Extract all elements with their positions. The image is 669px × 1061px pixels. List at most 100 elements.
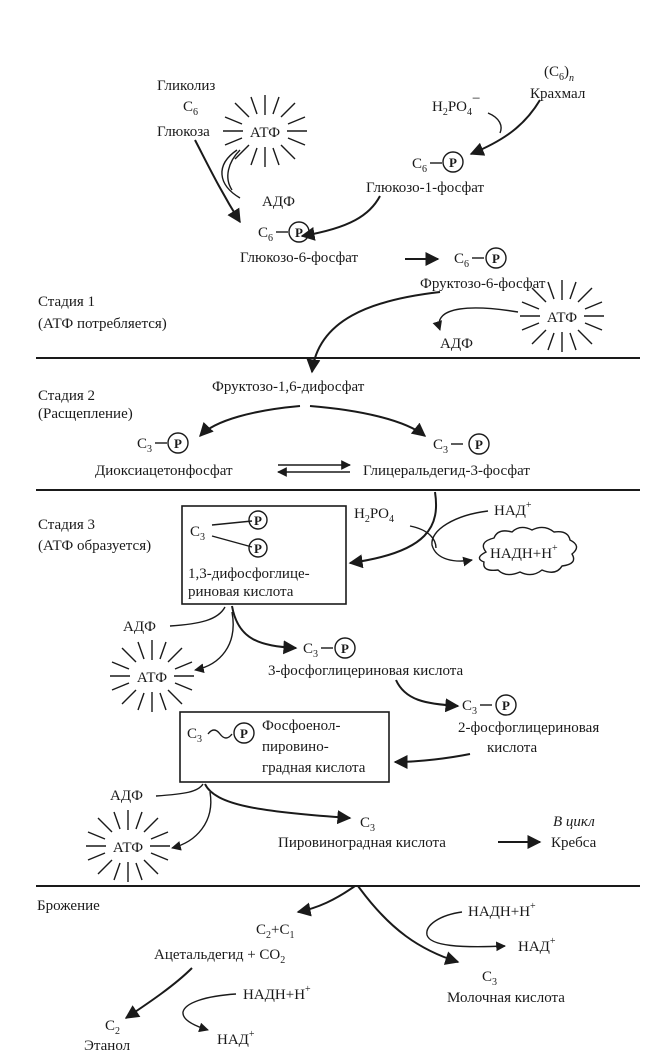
phosphate-symbol: P (254, 513, 262, 528)
pg3-c3: C3 (303, 641, 318, 660)
phosphate-symbol: P (254, 541, 262, 556)
arrow-starch-to-g1p (469, 99, 541, 156)
atp-label-2: АТФ (547, 310, 577, 326)
phosphate-circle-icon (468, 433, 490, 455)
ethanol-c2: C2 (105, 1018, 120, 1037)
pg2-line1: 2-фосфоглицериновая (458, 720, 599, 736)
phosphate-circle-icon (442, 151, 464, 173)
arrow-atp-to-adp (221, 149, 241, 199)
stage3-title: Стадия 3 (38, 517, 95, 533)
atp-label-4: АТФ (113, 840, 143, 856)
bpg-line1: 1,3-дифосфоглице- (188, 566, 310, 582)
f6p-c6: C6 (454, 251, 469, 270)
nad-label: НАД+ (494, 500, 532, 519)
phosphate-circle-icon (248, 538, 268, 558)
arrow-to-atp-4 (171, 791, 212, 851)
pg3-label: 3-фосфоглицериновая кислота (268, 663, 463, 679)
dhap-c3: C3 (137, 436, 152, 455)
ethanol-label: Этанол (84, 1038, 131, 1054)
g1p-label: Глюкозо-1-фосфат (366, 180, 485, 196)
pep-line2: пировино- (262, 739, 329, 755)
arrow-bpg-to-3pg (231, 605, 298, 655)
adp-label-2: АДФ (440, 336, 473, 352)
arrow-fbp-to-dhap (199, 405, 301, 438)
arrow-nad-to-nadh (431, 510, 489, 567)
c6-label: C6 (183, 99, 198, 118)
bond (211, 520, 253, 526)
phosphate-circle-icon (485, 247, 507, 269)
phosphate-symbol: P (492, 251, 500, 266)
krebs-line1: В цикл (553, 814, 595, 830)
adp-label-1: АДФ (262, 194, 295, 210)
adp-label-4: АДФ (110, 788, 143, 804)
arrow-to-atp-3 (194, 611, 234, 674)
nad-label-2: НАД+ (518, 936, 556, 955)
phosphate-symbol: P (240, 726, 248, 741)
arrow-pyruvate-to-lactate (357, 885, 460, 965)
c2c1-label: C2+C1 (256, 922, 294, 941)
phosphate-symbol: P (174, 436, 182, 451)
arrow-g1p-to-g6p (300, 195, 381, 241)
lactate-label: Молочная кислота (447, 990, 565, 1006)
arrow-nadh-to-nad-2 (182, 993, 237, 1033)
lactate-c3: C3 (482, 969, 497, 988)
f6p-label: Фруктозо-6-фосфат (420, 276, 546, 292)
stage3-note: (АТФ образуется) (38, 538, 151, 554)
phosphate-symbol: P (475, 437, 483, 452)
phosphate-circle-icon (167, 432, 189, 454)
arrow-2pg-to-pep (393, 753, 471, 769)
phosphate-symbol: P (295, 225, 303, 240)
arrow-pep-to-pyruvate (204, 783, 352, 825)
phosphate-symbol: P (502, 698, 510, 713)
phosphate-circle-icon (288, 221, 310, 243)
arrow-pyruvate-to-acetaldehyde (296, 885, 356, 917)
g1p-c6: C6 (412, 156, 427, 175)
adp-label-3: АДФ (123, 619, 156, 635)
arrow-nadh-to-nad (426, 911, 506, 952)
pyruvate-label: Пировиноградная кислота (278, 835, 446, 851)
high-energy-bond (207, 729, 233, 739)
starch-label: Крахмал (530, 86, 586, 102)
phosphate-in (409, 525, 437, 549)
phosphate-label-2: H2PO4 (354, 506, 394, 525)
atp-label: АТФ (250, 125, 280, 141)
pep-c3: C3 (187, 726, 202, 745)
krebs-line2: Кребса (551, 835, 597, 851)
nadh-label-3: НАДН+Н+ (243, 984, 311, 1003)
nad-label-3: НАД+ (217, 1029, 255, 1048)
phosphate-circle-icon (334, 637, 356, 659)
pg2-c3: C3 (462, 698, 477, 717)
arrow-glucose-to-g6p (194, 139, 241, 224)
glycolysis-label: Гликолиз (157, 78, 215, 94)
g3p-c3: C3 (433, 437, 448, 456)
stage2-note: (Расщепление) (38, 406, 133, 422)
adp-in (169, 606, 226, 627)
arrow-f6p-to-fbp (306, 291, 441, 374)
nadh-cloud-icon (478, 526, 578, 576)
dhap-label: Диоксиацетонфосфат (95, 463, 233, 479)
stage2-title: Стадия 2 (38, 388, 95, 404)
arrow-fbp-to-g3p (309, 405, 427, 437)
arrow-phosphate-in (487, 112, 502, 134)
nadh-label-2: НАДН+Н+ (468, 901, 536, 920)
g3p-label: Глицеральдегид-3-фосфат (363, 463, 530, 479)
phosphate-symbol: P (341, 641, 349, 656)
acetaldehyde-label: Ацетальдегид + CO2 (154, 947, 285, 966)
phosphate-symbol: P (449, 155, 457, 170)
pep-line3: градная кислота (262, 760, 366, 776)
phosphate-circle-icon (495, 694, 517, 716)
glucose-label: Глюкоза (157, 124, 210, 140)
atp-label-3: АТФ (137, 670, 167, 686)
adp-in-2 (155, 783, 204, 797)
bpg-c3: C3 (190, 524, 205, 543)
bpg-box (181, 505, 347, 605)
pep-box (179, 711, 390, 783)
fermentation-title: Брожение (37, 898, 100, 914)
fbp-label: Фруктозо-1,6-дифосфат (212, 379, 365, 395)
atp-branch (227, 149, 241, 191)
stage1-note: (АТФ потребляется) (38, 316, 167, 332)
bond (211, 535, 253, 548)
phosphate-circle-icon (248, 510, 268, 530)
c6n-label: (C6)n (544, 64, 574, 84)
